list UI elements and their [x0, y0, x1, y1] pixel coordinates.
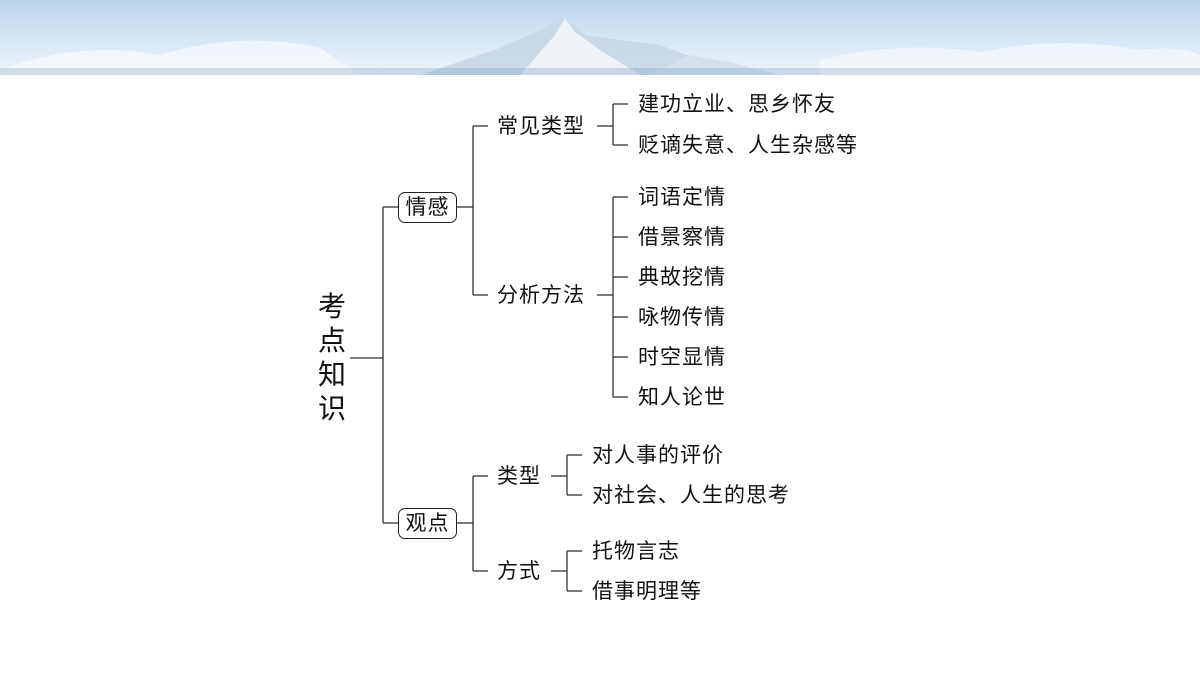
root-char: 点 — [317, 324, 346, 357]
leaf-item: 咏物传情 — [638, 305, 726, 329]
root-char: 考 — [317, 290, 346, 323]
leaf-item: 典故挖情 — [638, 265, 726, 289]
leaf-item: 托物言志 — [592, 539, 680, 563]
root-char: 识 — [317, 392, 346, 425]
leaf-item: 时空显情 — [638, 345, 726, 369]
sub-branch-types: 类型 — [497, 464, 541, 488]
branch-box-emotion: 情感 — [398, 192, 457, 223]
leaf-item: 借事明理等 — [592, 579, 702, 603]
sub-branch-common-types: 常见类型 — [497, 114, 585, 138]
leaf-item: 词语定情 — [638, 185, 726, 209]
leaf-item: 建功立业、思乡怀友 — [638, 92, 836, 116]
sky-mountain-banner — [0, 0, 1200, 75]
leaf-item: 对社会、人生的思考 — [592, 483, 790, 507]
leaf-item: 借景察情 — [638, 225, 726, 249]
leaf-item: 知人论世 — [638, 385, 726, 409]
leaf-item: 贬谪失意、人生杂感等 — [638, 133, 858, 157]
sub-branch-analysis-methods: 分析方法 — [497, 283, 585, 307]
branch-box-viewpoint: 观点 — [398, 508, 457, 539]
root-char: 知 — [317, 358, 346, 391]
root-node-kaodian-zhishi: 考 点 知 识 — [316, 290, 348, 426]
mountain-illustration — [0, 18, 1200, 75]
leaf-item: 对人事的评价 — [592, 443, 724, 467]
sub-branch-methods: 方式 — [497, 559, 541, 583]
